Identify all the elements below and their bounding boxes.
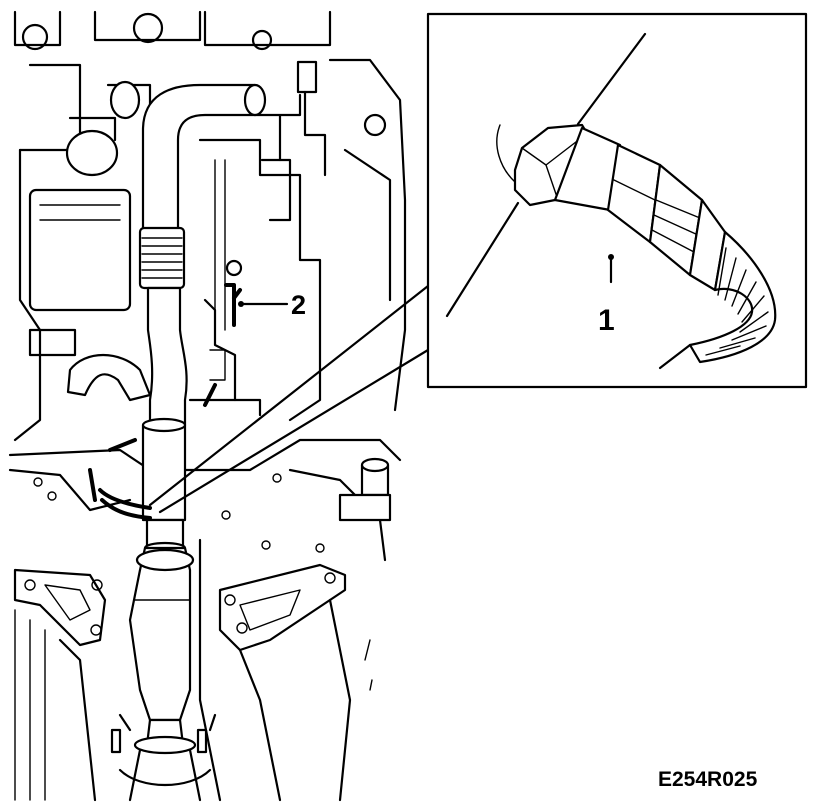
callout-connector: 2	[238, 290, 306, 320]
detail-inset: 1	[426, 12, 808, 389]
callout-number-connector: 2	[291, 290, 306, 320]
callout-number-sensor: 1	[598, 304, 615, 337]
underbody-overview	[8, 10, 430, 802]
reference-code: E254R025	[658, 768, 758, 791]
